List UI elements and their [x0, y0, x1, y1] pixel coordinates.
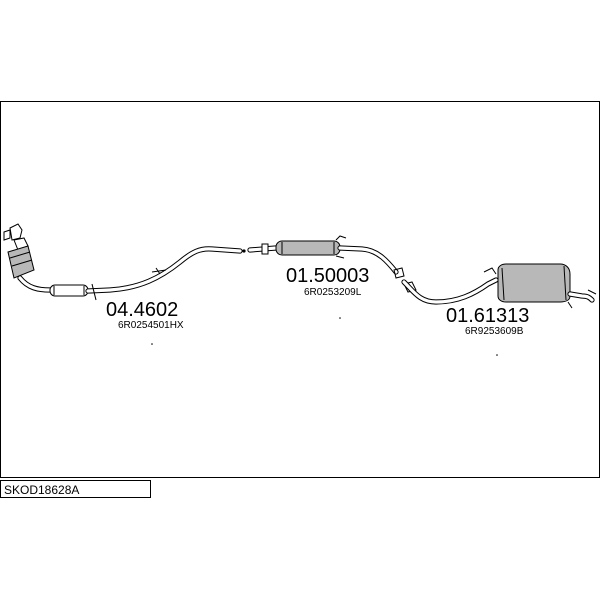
center-part-number: 01.50003: [286, 265, 369, 287]
rear-silencer: [393, 263, 597, 309]
front-oem-number: 6R0254501HX: [118, 320, 184, 331]
dot-mark: [151, 343, 153, 345]
code-label-box: [0, 480, 151, 498]
rear-oem-number: 6R9253609B: [465, 326, 524, 337]
dot-mark: [339, 317, 341, 319]
rear-part-number: 01.61313: [446, 305, 529, 327]
dot-mark: [496, 354, 498, 356]
center-oem-number: 6R0253209L: [304, 287, 362, 298]
diagram-code-label: SKOD18628A: [4, 483, 79, 497]
front-part-number: 04.4602: [106, 299, 178, 321]
center-silencer: [247, 235, 399, 275]
front-pipe-catalyst: [3, 223, 246, 301]
